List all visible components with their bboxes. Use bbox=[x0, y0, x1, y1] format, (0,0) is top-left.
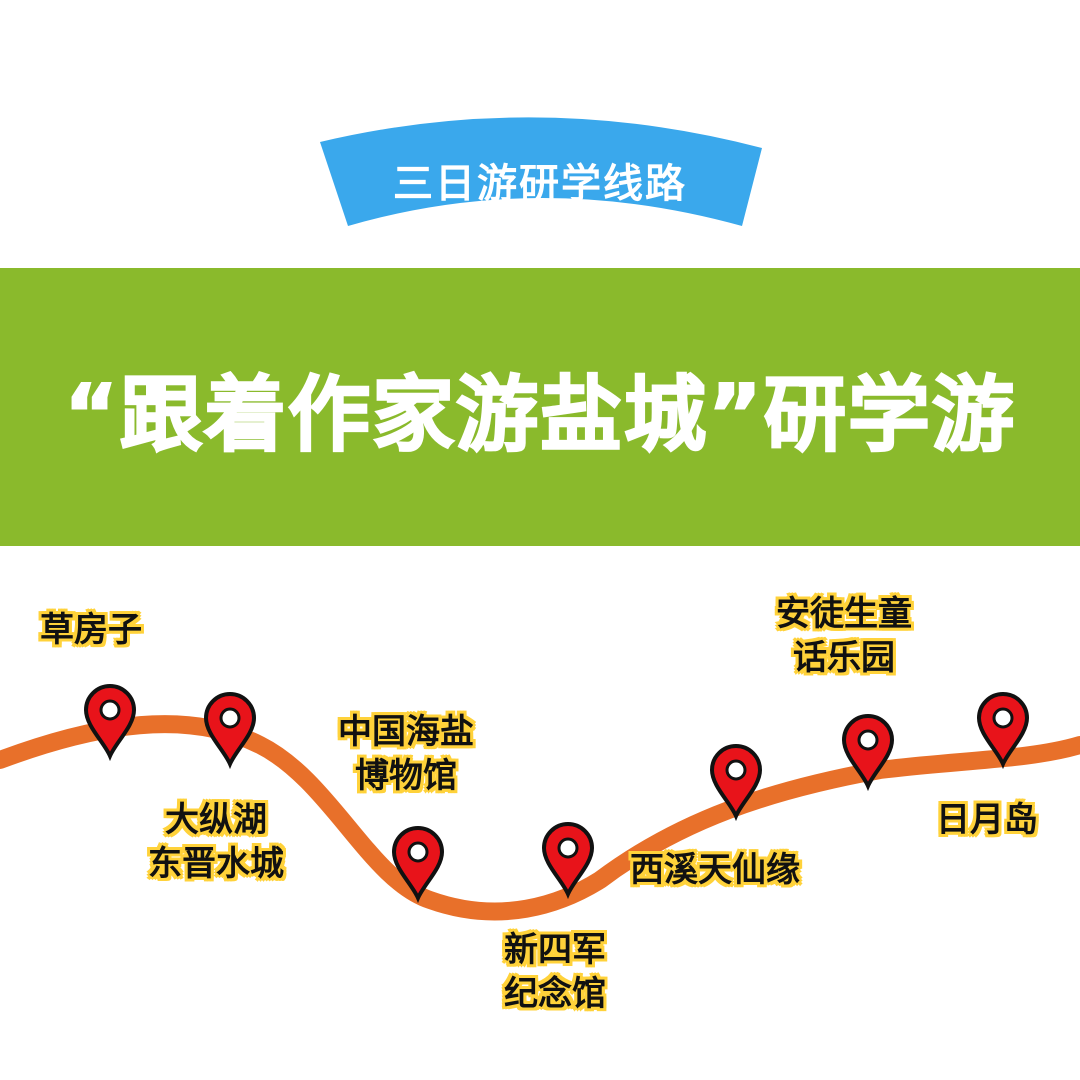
map-pin-icon-xixi bbox=[709, 744, 763, 822]
stop-label-haiyan-museum: 中国海盐 博物馆 bbox=[338, 712, 474, 796]
title-banner: “跟着作家游盐城”研学游 bbox=[0, 268, 1080, 546]
stop-label-andersen: 安徒生童 话乐园 bbox=[776, 594, 912, 678]
stop-label-caofangzi: 草房子 bbox=[40, 610, 142, 650]
map-pin-icon-xinsijun bbox=[541, 822, 595, 900]
stop-label-xinsijun: 新四军 纪念馆 bbox=[504, 930, 606, 1014]
stop-label-riyuedao: 日月岛 bbox=[936, 800, 1038, 840]
map-pin-icon-dazonghu bbox=[203, 692, 257, 770]
map-pin-icon-riyuedao bbox=[976, 692, 1030, 770]
stop-label-xixi: 西溪天仙缘 bbox=[630, 850, 800, 890]
page-title: “跟着作家游盐城”研学游 bbox=[63, 367, 1016, 464]
ribbon-title: 三日游研学线路 bbox=[393, 161, 687, 207]
map-pin-icon-haiyan-museum bbox=[391, 826, 445, 904]
ribbon-shape bbox=[320, 117, 762, 226]
stop-label-dazonghu: 大纵湖 东晋水城 bbox=[148, 800, 284, 884]
map-pin-icon-caofangzi bbox=[83, 684, 137, 762]
map-pin-icon-andersen bbox=[841, 714, 895, 792]
